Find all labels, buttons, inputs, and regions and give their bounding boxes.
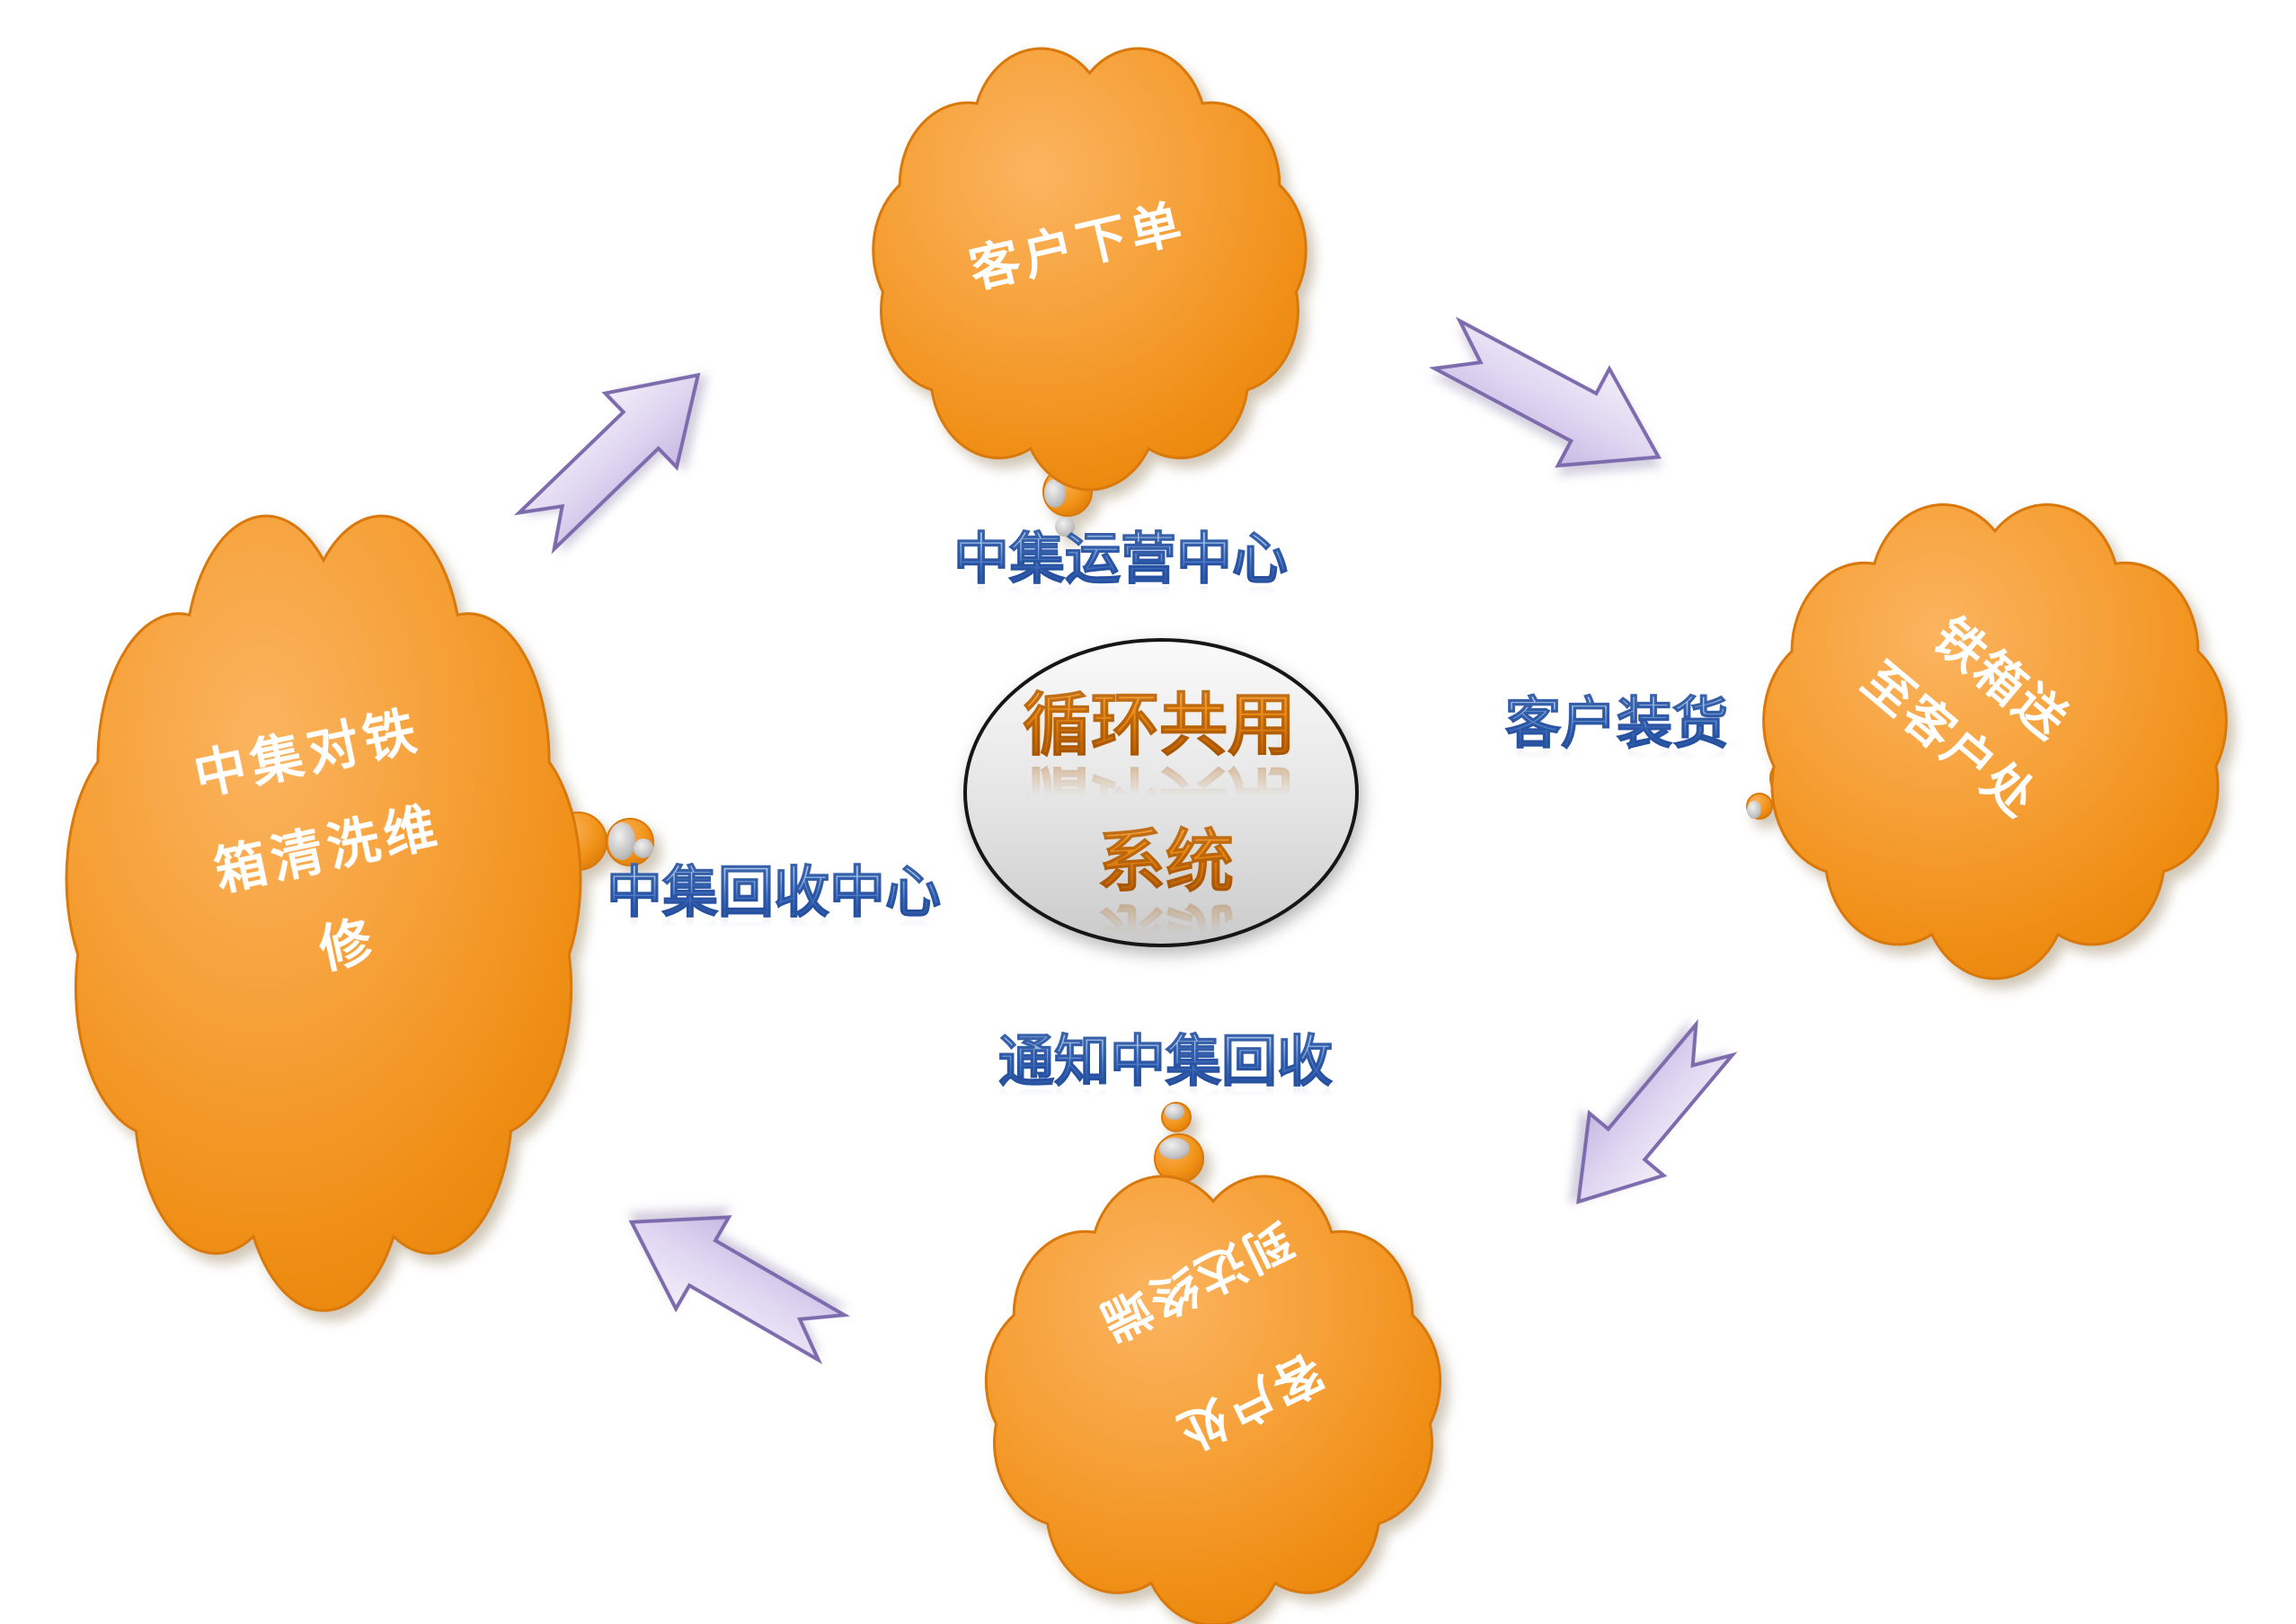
node-label-bottom: 通知中集回收 — [997, 1016, 1333, 1096]
thought-tail-highlight — [1055, 517, 1075, 537]
node-label-right: 客户装货 — [1504, 678, 1728, 759]
arrow-right-to-bottom — [1539, 1007, 1753, 1235]
thought-tail-highlight — [608, 822, 635, 860]
thought-tail-highlight — [1159, 1138, 1190, 1159]
center-text-line1: 循环共用 — [1023, 670, 1297, 768]
thought-tail-highlight — [1044, 479, 1066, 508]
cloud-right — [1746, 505, 2226, 979]
cloud-bottom — [986, 1102, 1440, 1624]
thought-tail-highlight — [634, 839, 653, 858]
cloud-left — [66, 516, 654, 1310]
cloud-top — [873, 49, 1306, 537]
node-label-left: 中集回收中心 — [606, 847, 941, 927]
arrow-left-to-top — [501, 338, 733, 568]
arrow-top-to-right — [1422, 297, 1685, 506]
thought-tail-highlight — [1747, 801, 1761, 819]
center-ellipse — [963, 638, 1359, 947]
arrow-bottom-to-left — [605, 1176, 857, 1383]
center-text-line2: 系统 — [1097, 806, 1235, 905]
thought-tail-highlight — [1165, 1104, 1184, 1120]
node-label-top: 中集运营中心 — [953, 513, 1288, 594]
